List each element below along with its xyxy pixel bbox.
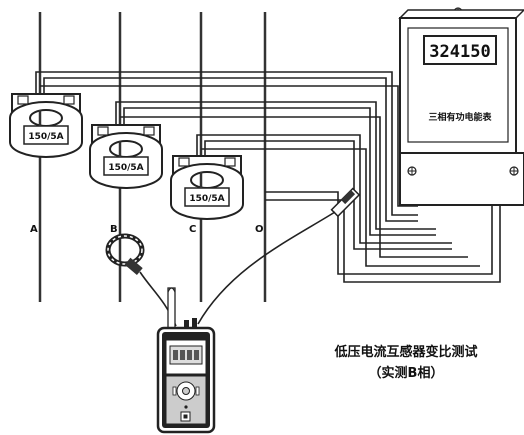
current-clamp-b	[105, 233, 145, 275]
phase-label-o: O	[255, 224, 264, 235]
handheld-tester	[156, 287, 216, 434]
ct-a-ratio: 150/5A	[28, 132, 63, 142]
terminal-screw-left	[407, 166, 417, 176]
terminal-screw-right	[509, 166, 519, 176]
phase-label-c: C	[189, 224, 196, 235]
meter-display	[423, 35, 497, 65]
caption: 低压电流互感器变比测试 （实测B相）	[333, 344, 477, 381]
meter-reading: 324150	[429, 42, 490, 62]
phase-label-a: A	[30, 224, 38, 235]
phase-label-b: B	[110, 224, 118, 235]
ct-c-ratio: 150/5A	[189, 194, 224, 204]
caption-title: 低压电流互感器变比测试	[333, 344, 477, 360]
three-phase-energy-meter: 324150 三相有功电能表	[398, 7, 524, 206]
meter-label: 三相有功电能表	[428, 111, 492, 123]
current-transformer-c: 150/5A	[170, 155, 244, 220]
current-transformer-a: 150/5A	[9, 93, 83, 158]
secondary-wiring	[35, 71, 501, 283]
ct-b-ratio: 150/5A	[108, 163, 143, 173]
current-transformer-b: 150/5A	[89, 124, 163, 189]
caption-subtitle: （实测B相）	[369, 365, 444, 381]
phase-labels: A B C O	[30, 224, 264, 235]
